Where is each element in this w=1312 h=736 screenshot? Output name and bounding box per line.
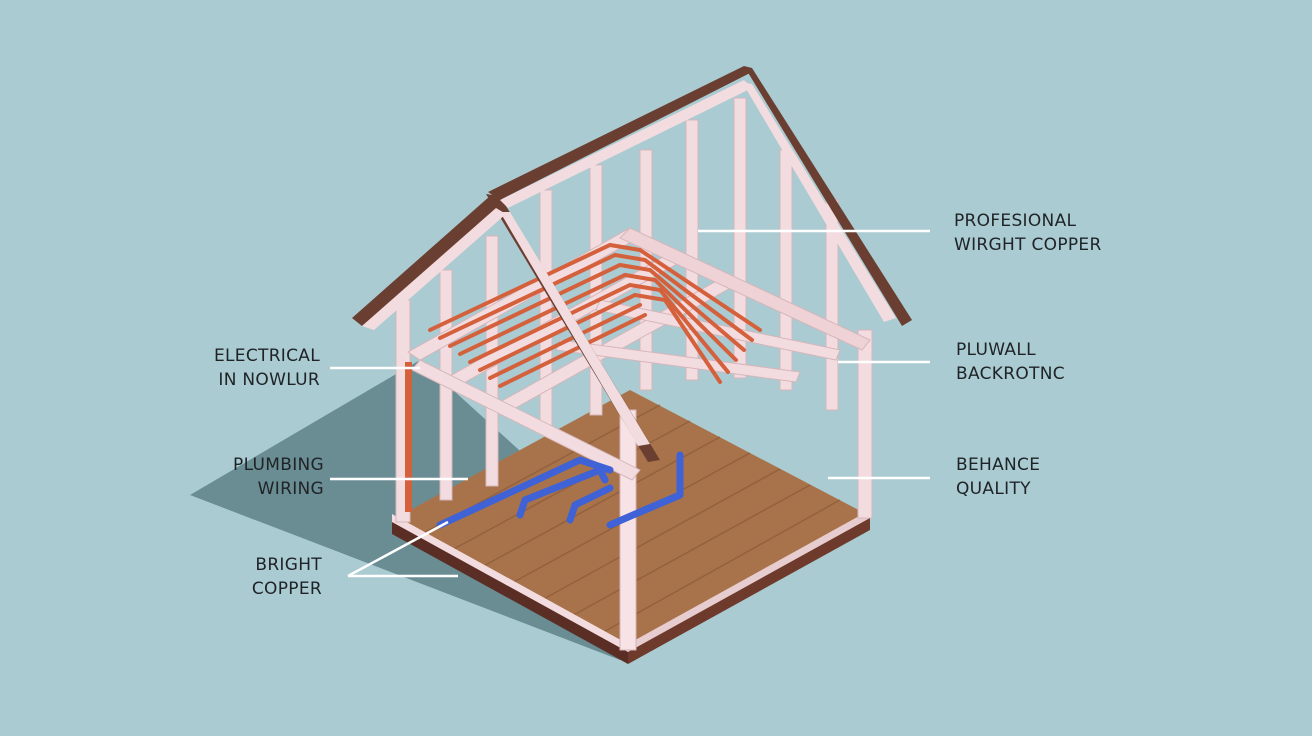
callout-electrical-line1: ELECTRICAL xyxy=(200,344,320,368)
callout-behance-line1: BEHANCE xyxy=(956,453,1040,477)
callout-copper: BRIGHT COPPER xyxy=(220,553,322,601)
right-corner-post xyxy=(858,330,872,518)
roof-back-edge xyxy=(488,66,752,200)
callout-professional: PROFESIONAL WIRGHT COPPER xyxy=(954,209,1102,257)
copper-drop-pipe xyxy=(405,362,412,512)
callout-plumbing-line1: PLUMBING xyxy=(200,453,324,477)
front-corner-post xyxy=(620,410,636,650)
callout-copper-line2: COPPER xyxy=(220,577,322,601)
callout-plumbing: PLUMBING WIRING xyxy=(200,453,324,501)
callout-behance-line2: QUALITY xyxy=(956,477,1040,501)
callout-pluwall: PLUWALL BACKROTNC xyxy=(956,338,1065,386)
callout-plumbing-line2: WIRING xyxy=(200,477,324,501)
right-gable-frame xyxy=(742,82,896,322)
callout-pluwall-line1: PLUWALL xyxy=(956,338,1065,362)
callout-electrical-line2: IN NOWLUR xyxy=(200,368,320,392)
callout-electrical: ELECTRICAL IN NOWLUR xyxy=(200,344,320,392)
callout-professional-line2: WIRGHT COPPER xyxy=(954,233,1102,257)
callout-professional-line1: PROFESIONAL xyxy=(954,209,1102,233)
callout-copper-line1: BRIGHT xyxy=(220,553,322,577)
callout-pluwall-line2: BACKROTNC xyxy=(956,362,1065,386)
back-gable-frame xyxy=(500,80,752,208)
callout-behance: BEHANCE QUALITY xyxy=(956,453,1040,501)
